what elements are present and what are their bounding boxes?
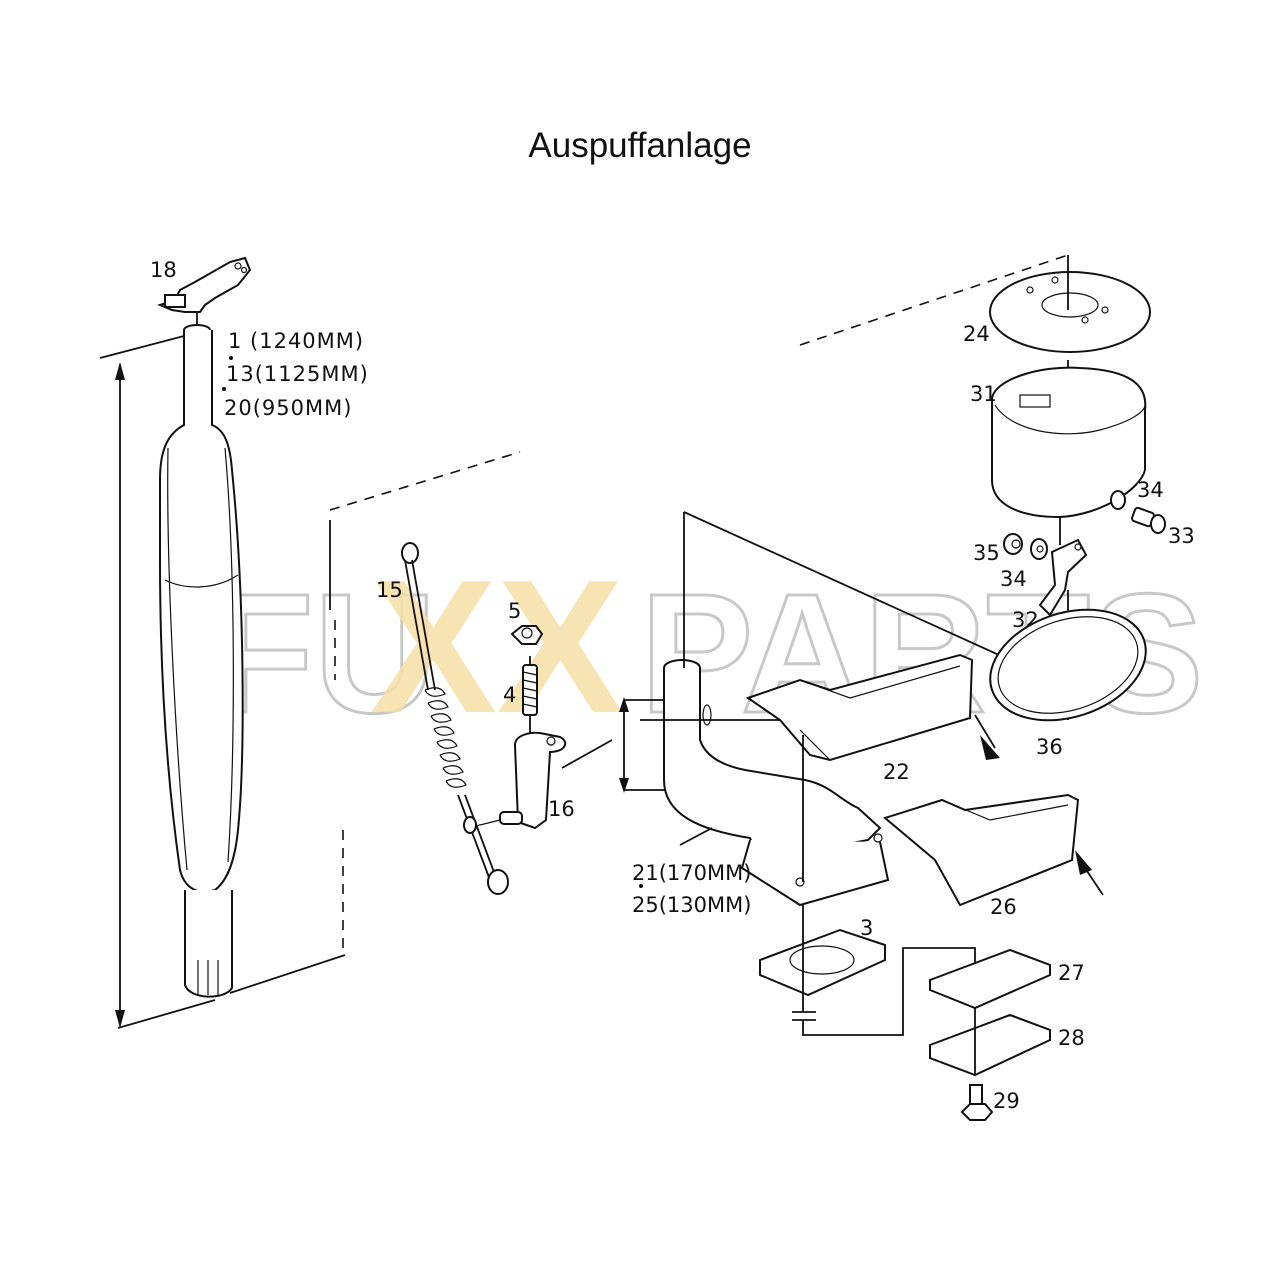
part-24-air-cap	[989, 271, 1151, 353]
part-33-screw	[1131, 506, 1166, 534]
watermark-xx: XX	[370, 541, 623, 753]
label-15: 15	[376, 578, 403, 602]
part-4-stud	[522, 664, 538, 716]
label-31: 31	[970, 382, 997, 406]
part-31-housing	[991, 366, 1147, 519]
part-3-gasket	[759, 928, 886, 997]
part-1-muffler	[159, 324, 244, 998]
watermark-fu: FU	[210, 559, 437, 749]
part-15-spring	[401, 542, 509, 895]
part-5-nut	[510, 625, 544, 645]
part-18-rain-cap	[157, 256, 252, 313]
label-28: 28	[1058, 1026, 1085, 1050]
part-21-exhaust-elbow	[663, 659, 890, 907]
label-20: 20(950MM)	[224, 396, 352, 420]
label-26: 26	[990, 895, 1017, 919]
part-32-clamp	[1038, 538, 1088, 617]
label-25: 25(130MM)	[632, 893, 751, 917]
part-36-seal-ring	[989, 608, 1147, 722]
label-36: 36	[1036, 735, 1063, 759]
label-29: 29	[993, 1089, 1020, 1113]
label-16: 16	[548, 797, 575, 821]
part-34-washer-a	[1110, 490, 1126, 510]
part-22-heat-shield	[745, 653, 974, 762]
label-22: 22	[883, 760, 910, 784]
part-29-bolt	[960, 1084, 994, 1121]
watermark: FU XX PARTS	[209, 541, 1206, 753]
label-34a: 34	[1137, 478, 1164, 502]
part-16-bracket	[499, 731, 567, 830]
label-33: 33	[1168, 524, 1195, 548]
part-34-washer-b	[1030, 538, 1048, 560]
label-13: 13(1125MM)	[226, 362, 369, 386]
label-34b: 34	[1000, 567, 1027, 591]
label-3: 3	[860, 916, 873, 940]
label-5: 5	[508, 599, 521, 623]
label-35: 35	[973, 541, 1000, 565]
diagram-title: Auspuffanlage	[528, 126, 752, 165]
part-27-gasket-plate	[929, 948, 1051, 1010]
part-35-nut	[1003, 533, 1023, 555]
label-1: 1 (1240MM)	[228, 329, 364, 353]
part-28-cover-plate	[929, 1013, 1051, 1077]
label-27: 27	[1058, 961, 1085, 985]
label-24: 24	[963, 322, 990, 346]
label-4: 4	[503, 683, 516, 707]
label-18: 18	[150, 258, 177, 282]
part-26-heat-shield	[882, 793, 1080, 907]
label-21: 21(170MM)	[632, 861, 751, 885]
